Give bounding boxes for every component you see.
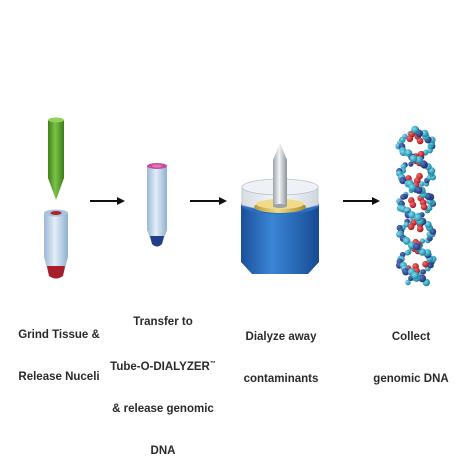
step-3-caption: Dialyze away contaminants: [226, 302, 336, 400]
step-3-line-2: contaminants: [243, 373, 319, 385]
dna-atom: [419, 181, 425, 187]
dna-atom: [408, 161, 414, 167]
step-2-line-1: Transfer to: [133, 316, 193, 328]
dna-atom: [422, 260, 429, 268]
step-1-caption: Grind Tissue & Release Nuceli: [0, 300, 118, 398]
dna-atom: [413, 242, 421, 251]
product-name: Tube-O-DIALYZER: [110, 360, 210, 373]
dna-atom: [409, 154, 418, 163]
dna-atom: [403, 221, 410, 228]
dna-atom: [416, 225, 424, 233]
dna-atom: [411, 271, 419, 280]
step-4-caption: Collect genomic DNA: [356, 302, 466, 400]
dna-atom: [418, 274, 427, 283]
dna-atom: [416, 137, 424, 145]
dna-atom: [424, 221, 432, 229]
step-4-line-2: genomic DNA: [373, 373, 449, 385]
dialyzer-tube-icon: [147, 163, 167, 247]
step-2-caption: Transfer to Tube-O-DIALYZER™ & release g…: [103, 287, 223, 472]
dialyzer-float-icon: [241, 143, 319, 274]
dna-atom: [405, 279, 411, 286]
dna-atom: [420, 269, 426, 275]
dna-atom: [402, 268, 410, 276]
step-4-line-1: Collect: [391, 331, 431, 343]
trademark-mark: ™: [209, 361, 216, 367]
dna-atom: [408, 211, 416, 219]
dna-atom: [403, 237, 411, 245]
arrow-right-icon: [190, 197, 227, 205]
step-2-line-3: & release genomic: [112, 402, 214, 415]
dna-atom: [407, 223, 415, 231]
dna-atom: [421, 129, 429, 138]
step-2-line-4: DNA: [150, 444, 176, 457]
pestle-icon: [48, 117, 64, 200]
step-3-line-1: Dialyze away: [245, 331, 317, 343]
dna-atom: [417, 150, 425, 158]
dna-atom: [426, 205, 433, 212]
dna-atom: [411, 125, 419, 134]
dna-helix-icon: [395, 125, 437, 287]
step-2-line-2: Tube-O-DIALYZER™: [103, 357, 223, 374]
step-1-line-1: Grind Tissue &: [18, 329, 100, 341]
dna-atom: [404, 250, 411, 256]
dna-atom: [414, 186, 423, 194]
microtube-icon: [44, 209, 68, 279]
dna-atom: [400, 163, 407, 170]
dna-atom: [409, 201, 417, 209]
arrow-right-icon: [343, 197, 380, 205]
dna-atom: [408, 183, 417, 192]
dna-atom: [420, 203, 428, 211]
dna-atom: [414, 213, 422, 222]
arrow-right-icon: [90, 197, 125, 205]
step-1-line-2: Release Nuceli: [18, 371, 100, 383]
dna-atom: [400, 194, 406, 200]
dna-atom: [406, 135, 414, 143]
dna-atom: [399, 177, 407, 185]
